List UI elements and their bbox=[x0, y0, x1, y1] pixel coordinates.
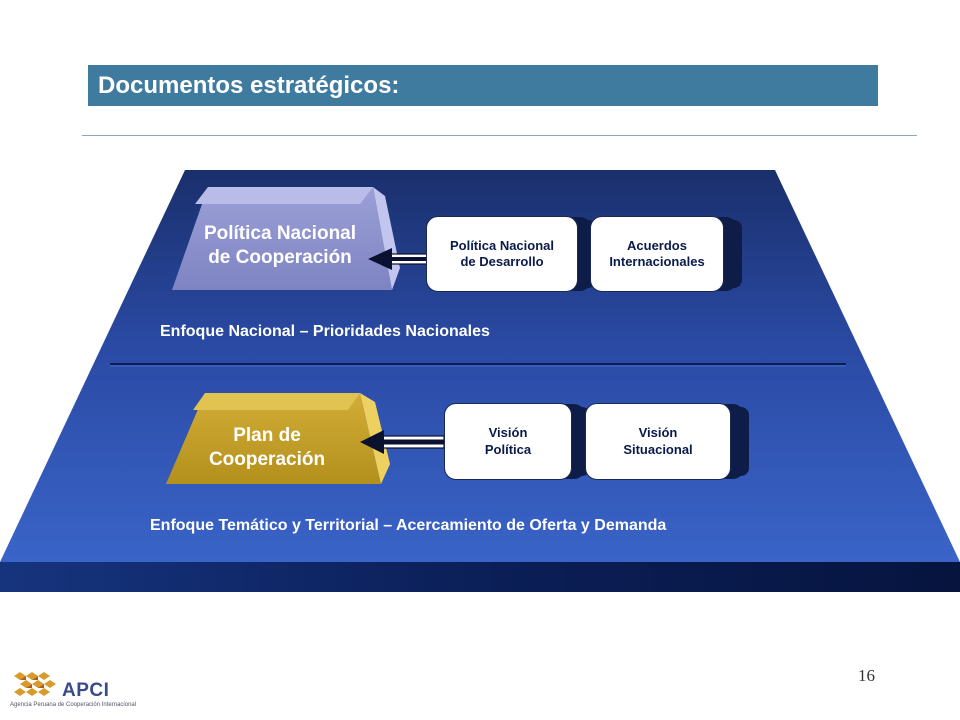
policy-box-front bbox=[172, 187, 392, 290]
box-line2: de Desarrollo bbox=[460, 254, 544, 269]
box-line1: Visión bbox=[488, 425, 528, 441]
plan-box-line1: Plan de bbox=[233, 425, 301, 447]
logo-name: APCI bbox=[62, 680, 110, 701]
logo-subtitle: Agencia Peruana de Cooperación Internaci… bbox=[10, 702, 137, 708]
upper-band-caption: Enfoque Nacional – Prioridades Nacionale… bbox=[160, 323, 490, 340]
page-number: 16 bbox=[858, 666, 875, 685]
policy-box-label: Política Nacional de Cooperación bbox=[180, 218, 380, 274]
page-title: Documentos estratégicos: bbox=[98, 71, 400, 99]
policy-box-line2: de Cooperación bbox=[208, 247, 352, 268]
political-vision-box: Visión Política bbox=[444, 403, 572, 480]
lower-band-caption: Enfoque Temático y Territorial – Acercam… bbox=[150, 517, 667, 534]
plan-box-label: Plan de Cooperación bbox=[172, 420, 362, 476]
box-line1: Visión bbox=[638, 425, 678, 441]
box-line1: Acuerdos bbox=[627, 237, 687, 253]
box-line2: Situacional bbox=[623, 441, 693, 457]
box-line2: Política bbox=[484, 441, 532, 457]
international-agreements-box: Acuerdos Internacionales bbox=[590, 216, 724, 292]
platform-base bbox=[0, 562, 960, 592]
title-divider bbox=[82, 135, 917, 136]
arrow-left-icon bbox=[360, 430, 445, 454]
title-bar: Documentos estratégicos: bbox=[88, 65, 878, 106]
development-policy-box: Política Nacional de Desarrollo bbox=[426, 216, 578, 292]
policy-box-top bbox=[195, 187, 373, 204]
plan-box-top bbox=[193, 393, 360, 410]
box-line2: Internacionales bbox=[609, 254, 705, 269]
plan-box-line2: Cooperación bbox=[208, 449, 326, 470]
apci-logo-icon bbox=[14, 672, 56, 696]
box-line1: Política Nacional bbox=[449, 237, 555, 253]
situational-vision-box: Visión Situacional bbox=[585, 403, 731, 480]
plan-box-front bbox=[166, 393, 381, 484]
policy-box-line1: Política Nacional bbox=[203, 223, 357, 245]
